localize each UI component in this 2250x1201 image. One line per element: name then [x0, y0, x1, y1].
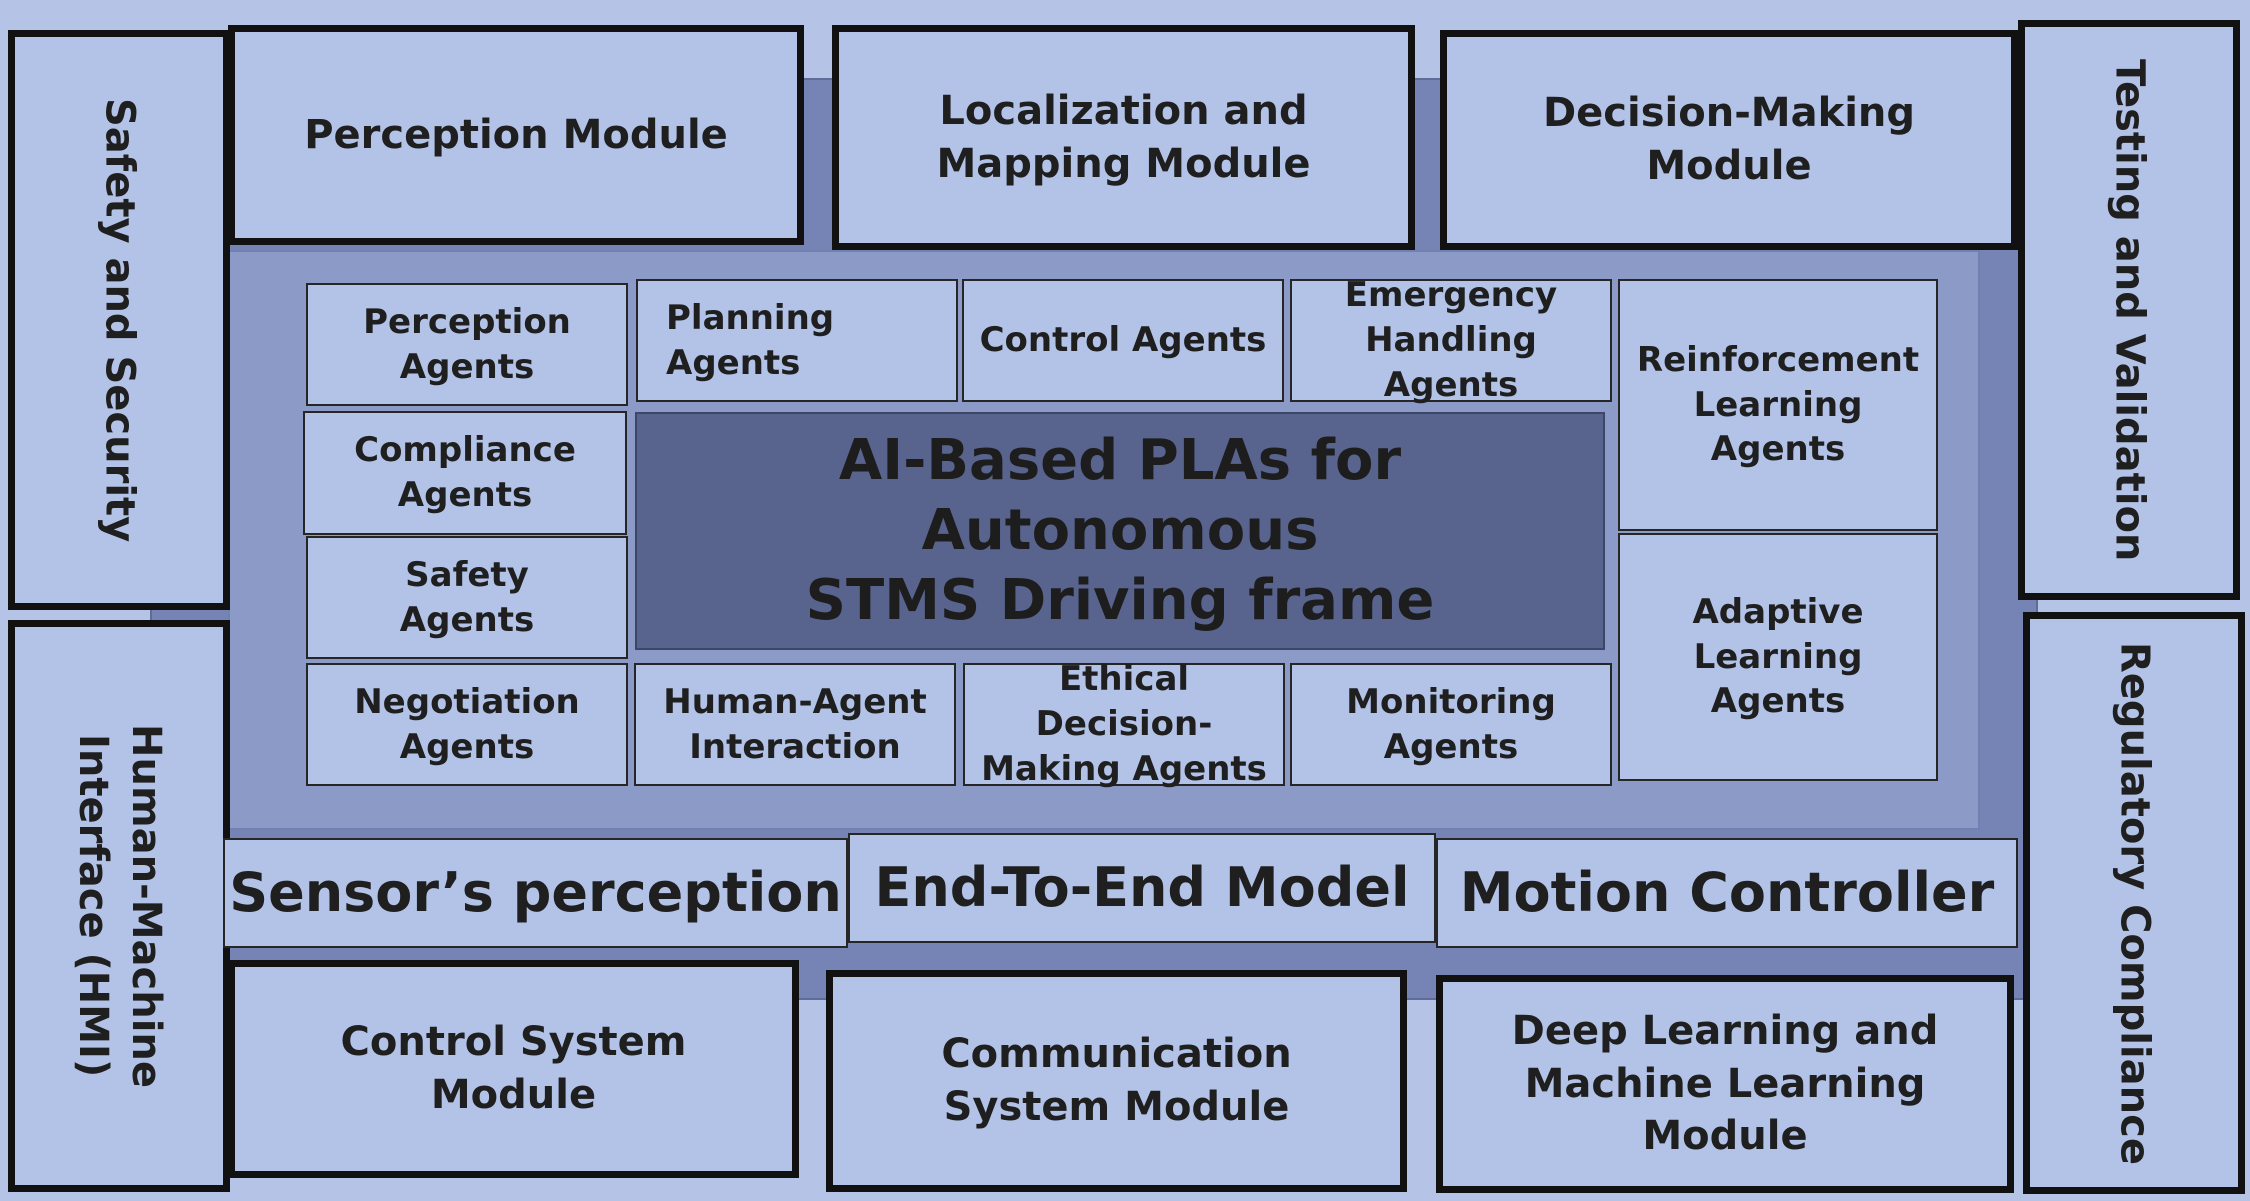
testing-validation-label: Testing and Validation	[2106, 58, 2153, 562]
planning-agents: Planning Agents	[636, 279, 958, 402]
end-to-end-model-box: End-To-End Model	[848, 833, 1436, 943]
safety-security-label: Safety and Security	[96, 97, 143, 543]
center-title: AI-Based PLAs for Autonomous STMS Drivin…	[805, 428, 1435, 633]
human-agent-interaction: Human-Agent Interaction	[634, 663, 956, 786]
negotiation-agents: Negotiation Agents	[306, 663, 628, 786]
regulatory-compliance-label: Regulatory Compliance	[2111, 641, 2158, 1165]
communication-system-module: Communication System Module	[826, 970, 1407, 1192]
control-agents: Control Agents	[962, 279, 1284, 402]
adaptive-learning-agents: Adaptive Learning Agents	[1618, 533, 1938, 781]
ethical-decision-making-agents: Ethical Decision- Making Agents	[963, 659, 1285, 789]
hmi-panel: Human-Machine Interface (HMI)	[8, 620, 230, 1192]
sensor-perception-box: Sensor’s perception	[223, 838, 848, 948]
decision-making-module: Decision-Making Module	[1440, 30, 2018, 250]
motion-controller-box: Motion Controller	[1436, 838, 2018, 948]
perception-module: Perception Module	[228, 25, 804, 245]
localization-mapping-module: Localization and Mapping Module	[832, 25, 1415, 250]
center-title-box: AI-Based PLAs for Autonomous STMS Drivin…	[635, 412, 1605, 650]
hmi-label: Human-Machine Interface (HMI)	[70, 723, 169, 1088]
regulatory-compliance-panel: Regulatory Compliance	[2023, 612, 2245, 1194]
testing-validation-panel: Testing and Validation	[2018, 20, 2240, 600]
control-system-module: Control System Module	[228, 960, 799, 1178]
monitoring-agents: Monitoring Agents	[1290, 663, 1612, 786]
localization-mapping-module-label: Localization and Mapping Module	[936, 87, 1311, 187]
compliance-agents: Compliance Agents	[303, 411, 627, 535]
safety-agents: Safety Agents	[306, 536, 628, 659]
perception-module-label: Perception Module	[304, 111, 728, 158]
perception-agents: Perception Agents	[306, 283, 628, 406]
reinforcement-learning-agents: Reinforcement Learning Agents	[1618, 279, 1938, 531]
safety-security-panel: Safety and Security	[8, 30, 230, 610]
deep-learning-module: Deep Learning and Machine Learning Modul…	[1436, 975, 2014, 1193]
decision-making-module-label: Decision-Making Module	[1542, 90, 1916, 189]
emergency-handling-agents: Emergency Handling Agents	[1290, 275, 1612, 405]
